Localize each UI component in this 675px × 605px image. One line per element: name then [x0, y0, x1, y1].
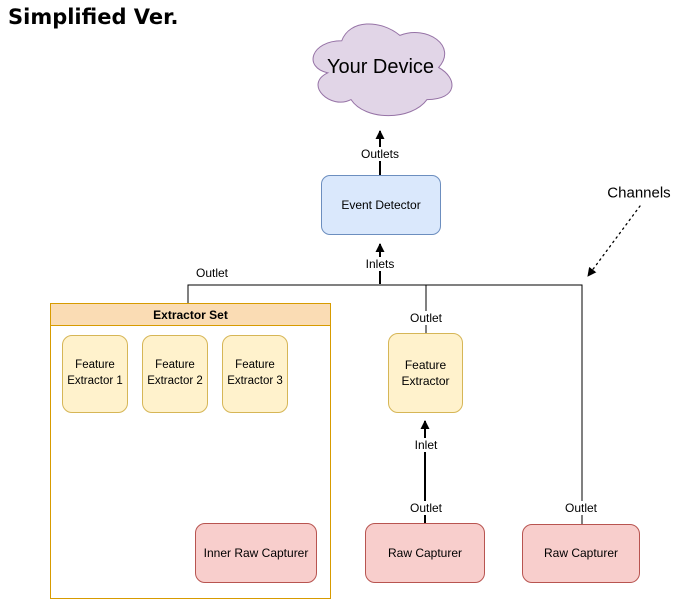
device-cloud-label: Your Device: [326, 56, 435, 78]
label-inlets: Inlets: [363, 257, 397, 271]
label-outlet-extractor-set: Outlet: [193, 266, 231, 280]
label-channels: Channels: [605, 184, 673, 202]
label-outlet-raw-capturer-mid: Outlet: [407, 501, 445, 515]
label-outlet-raw-capturer-right: Outlet: [562, 501, 600, 515]
label-inlet-feature-extractor: Inlet: [412, 438, 440, 452]
raw-capturer-mid-node: Raw Capturer: [365, 523, 485, 583]
page-title: Simplified Ver.: [8, 5, 179, 29]
extractor-set-header: Extractor Set: [51, 304, 330, 326]
feature-extractor-2-node: Feature Extractor 2: [142, 335, 208, 413]
feature-extractor-1-node: Feature Extractor 1: [62, 335, 128, 413]
inner-raw-capturer-node: Inner Raw Capturer: [195, 523, 317, 583]
feature-extractor-3-node: Feature Extractor 3: [222, 335, 288, 413]
event-detector-node: Event Detector: [321, 175, 441, 235]
raw-capturer-right-node: Raw Capturer: [522, 524, 640, 583]
edge-channels-pointer: [587, 205, 641, 277]
label-outlets: Outlets: [358, 147, 402, 161]
feature-extractor-node: Feature Extractor: [388, 333, 463, 413]
label-outlet-feature-extractor: Outlet: [407, 311, 445, 325]
